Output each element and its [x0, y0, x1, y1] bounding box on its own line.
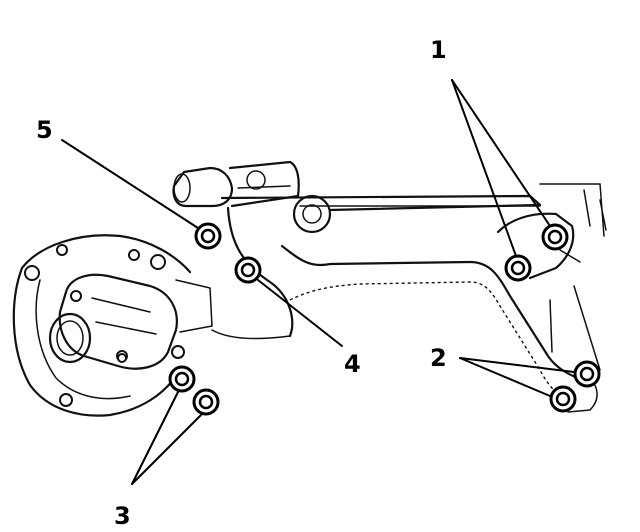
bolt-item-3: [168, 365, 196, 393]
callout-5: 5: [36, 116, 53, 144]
cover-stud: [59, 393, 73, 407]
callout-labels: 1 2 3 4 5: [36, 36, 447, 530]
leader-line-3: [131, 391, 179, 485]
upper-clamp: [172, 160, 300, 208]
callout-3: 3: [114, 502, 131, 530]
bolt-item-2: [573, 360, 601, 388]
cover-stud: [128, 249, 140, 261]
pinion-flange: [48, 273, 213, 370]
support-bracket: [211, 183, 607, 413]
leader-lines: [61, 79, 575, 485]
bolt-item-1: [541, 223, 569, 251]
bolt-item-3: [192, 388, 220, 416]
bolt-item-2: [549, 385, 577, 413]
callout-1: 1: [430, 36, 447, 64]
leader-line-4: [257, 279, 343, 347]
leader-line-1: [451, 79, 551, 227]
bushing: [292, 194, 332, 234]
leader-line-3: [131, 413, 203, 485]
callout-4: 4: [344, 350, 361, 378]
cover-stud: [150, 254, 166, 270]
bolt-item-1: [504, 254, 532, 282]
cover-stud: [56, 244, 68, 256]
cover-stud: [171, 345, 185, 359]
bushing-hole: [302, 204, 322, 224]
leader-line-2: [459, 357, 551, 397]
leader-line-5: [61, 139, 199, 229]
callout-2: 2: [430, 344, 447, 372]
flange-bolt: [70, 290, 82, 302]
bolts: [168, 222, 601, 416]
differential-housing: [12, 234, 192, 417]
bolt-item-4: [234, 256, 262, 284]
bolt-item-5: [194, 222, 222, 250]
leader-line-2: [459, 357, 575, 373]
leader-line-1: [451, 79, 517, 257]
flange-bolt: [117, 353, 127, 363]
cover-stud: [24, 265, 40, 281]
